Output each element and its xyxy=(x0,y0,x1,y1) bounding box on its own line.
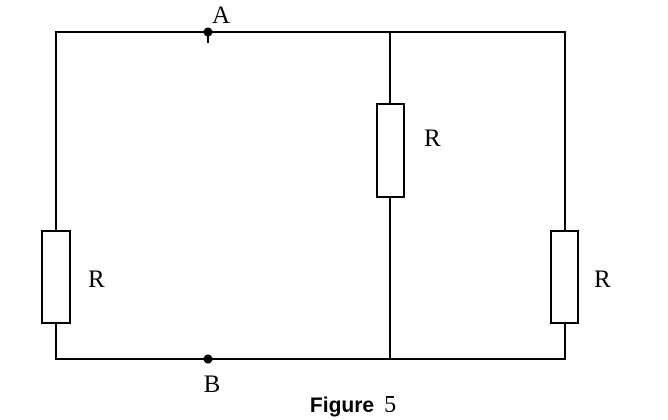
left-resistor xyxy=(41,230,71,324)
right-resistor xyxy=(550,230,579,324)
figure-caption: Figure 5 xyxy=(310,392,396,418)
middle-resistor xyxy=(376,103,405,198)
node-b-dot xyxy=(203,354,213,364)
left-resistor-label: R xyxy=(88,266,105,293)
figure-caption-word: Figure xyxy=(310,394,374,417)
figure-caption-number: 5 xyxy=(384,392,396,418)
middle-resistor-label: R xyxy=(424,125,441,152)
node-b-label: B xyxy=(204,371,221,398)
right-resistor-label: R xyxy=(594,266,611,293)
node-a-label: A xyxy=(212,2,230,29)
